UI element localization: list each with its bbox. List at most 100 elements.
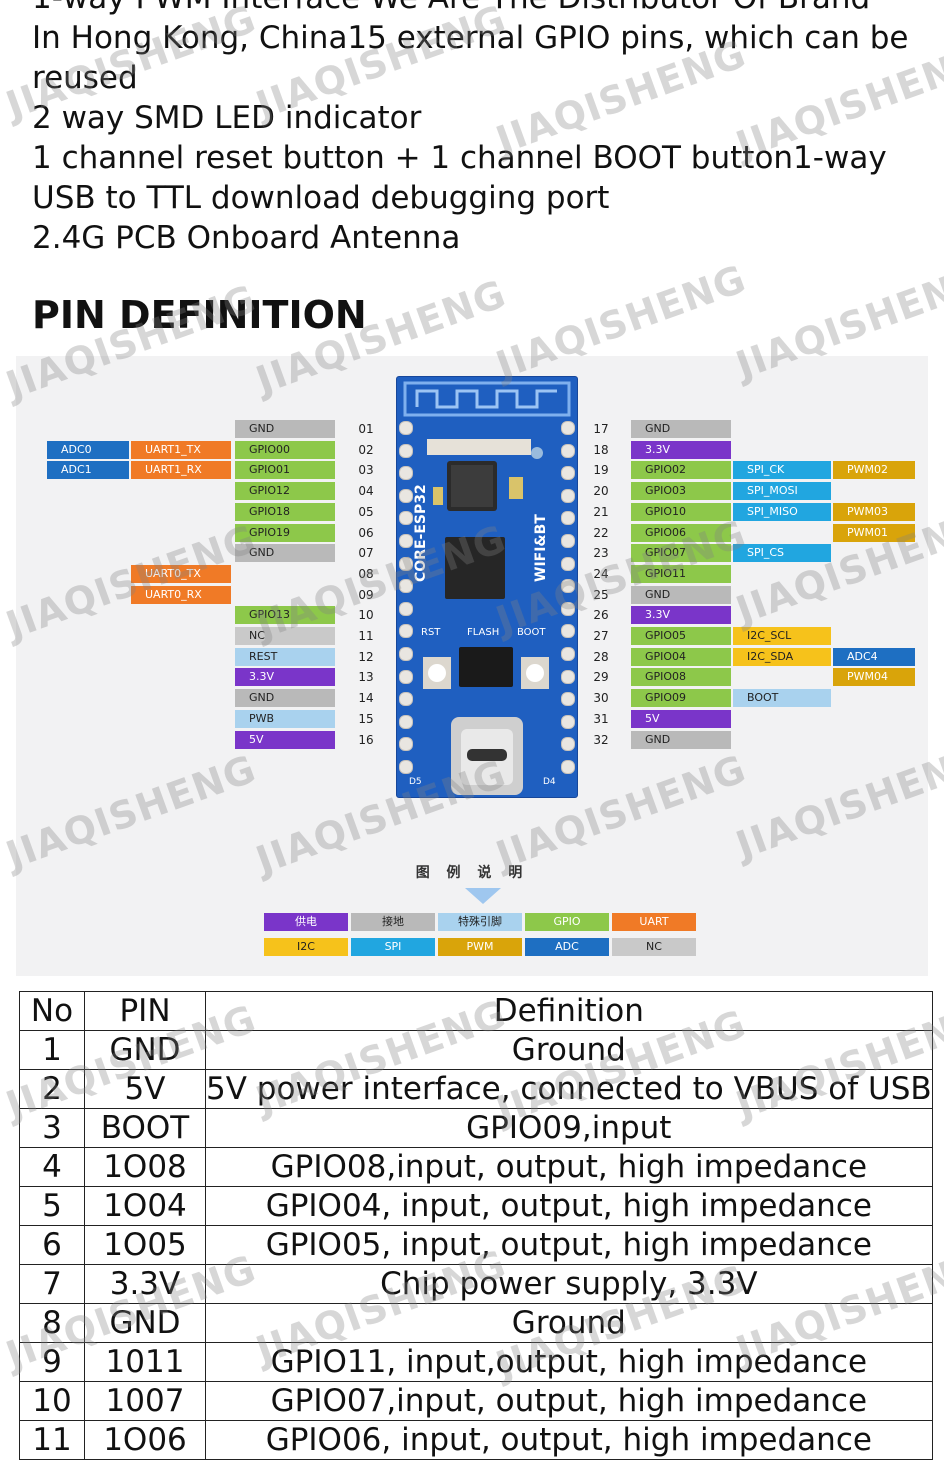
pin-label: GND (631, 585, 731, 604)
pin-label: GPIO03 (631, 482, 731, 501)
alt-function-label: UART1_RX (131, 461, 231, 480)
cell-definition: 5V power interface, connected to VBUS of… (205, 1069, 933, 1109)
pin-pad (399, 511, 413, 526)
pin-number: 27 (593, 629, 609, 643)
cell-definition: Chip power supply, 3.3V (205, 1264, 933, 1304)
pin-number: 29 (593, 670, 609, 685)
alt-function-label: SPI_CS (733, 544, 831, 563)
pin-label: GPIO05 (631, 627, 731, 645)
pin-pad (399, 692, 413, 707)
cell-pin: 1O05 (84, 1225, 206, 1265)
cell-definition: GPIO07,input, output, high impedance (205, 1381, 933, 1421)
pin-pad (561, 646, 575, 661)
cell-no: 3 (19, 1108, 85, 1148)
pin-number: 30 (593, 691, 609, 706)
pin-pad (561, 466, 575, 481)
pin-pad (399, 646, 413, 661)
esp32-board: CORE-ESP32 WIFI&BT RST FLASH BOOT D5 D4 (396, 376, 578, 798)
pin-pad (399, 579, 413, 594)
cell-pin: 1011 (84, 1342, 206, 1382)
pin-number: 14 (358, 691, 374, 706)
cell-no: 10 (19, 1381, 85, 1421)
pin-pad (399, 443, 413, 458)
cell-no: 2 (19, 1069, 85, 1109)
pin-number: 24 (593, 566, 609, 581)
pin-pad (399, 466, 413, 481)
alt-function-label: UART0_RX (131, 585, 231, 604)
cell-definition: GPIO11, input,output, high impedance (205, 1342, 933, 1382)
pin-label: GND (631, 420, 731, 438)
legend-arrow (465, 888, 501, 904)
pin-label: GND (631, 730, 731, 749)
pin-number: 26 (593, 608, 609, 623)
cell-pin: GND (84, 1030, 206, 1070)
pin-number: 02 (358, 442, 374, 457)
table-header-row: No PIN Definition (19, 991, 933, 1031)
pin-pad (561, 601, 575, 616)
pin-number: 06 (358, 525, 374, 540)
pin-label: GPIO06 (631, 523, 731, 542)
board-d4-label: D4 (543, 777, 556, 787)
pin-pad (399, 488, 413, 503)
header-pin: PIN (84, 991, 206, 1031)
cell-no: 7 (19, 1264, 85, 1304)
board-d5-label: D5 (409, 777, 422, 787)
cell-pin: 3.3V (84, 1264, 206, 1304)
cell-pin: 1007 (84, 1381, 206, 1421)
legend-item: 供电 (264, 913, 348, 931)
pin-number: 11 (358, 629, 374, 643)
pin-number: 16 (358, 732, 374, 747)
pin-pad (399, 533, 413, 548)
header-no: No (19, 991, 85, 1031)
pin-label: GPIO01 (235, 461, 335, 480)
pin-label: GPIO12 (235, 482, 335, 501)
pin-label: GPIO00 (235, 440, 335, 459)
alt-function-label: SPI_CK (733, 461, 831, 480)
alt-function-label: I2C_SCL (733, 627, 831, 645)
legend-item: GPIO (525, 913, 609, 931)
pin-pad (561, 669, 575, 684)
cell-pin: 1O06 (84, 1420, 206, 1460)
pin-pad (561, 443, 575, 458)
pin-pad (561, 579, 575, 594)
alt-function-label: SPI_MISO (733, 502, 831, 521)
board-rst-label: RST (421, 627, 441, 638)
cell-pin: 1O04 (84, 1186, 206, 1226)
pin-label: 3.3V (631, 440, 731, 459)
cell-definition: GPIO06, input, output, high impedance (205, 1420, 933, 1460)
pin-pad (399, 556, 413, 571)
pin-number: 21 (593, 504, 609, 519)
pin-label: PWB (235, 709, 335, 728)
alt-function-label: UART1_TX (131, 440, 231, 459)
pin-number: 28 (593, 649, 609, 664)
pin-pad (561, 511, 575, 526)
cell-no: 5 (19, 1186, 85, 1226)
pin-label: 5V (235, 730, 335, 749)
legend-item: PWM (438, 938, 522, 956)
pin-number: 20 (593, 484, 609, 499)
pin-number: 05 (358, 504, 374, 519)
cell-definition: Ground (205, 1030, 933, 1070)
board-chip-label: CORE-ESP32 (413, 484, 429, 582)
header-definition: Definition (205, 991, 933, 1031)
right-pads (561, 421, 575, 783)
legend-title: 图 例 说 明 (415, 865, 529, 881)
pin-pad (561, 759, 575, 774)
cell-pin: 1O08 (84, 1147, 206, 1187)
pin-number: 15 (358, 711, 374, 726)
cell-pin: BOOT (84, 1108, 206, 1148)
pin-number: 25 (593, 587, 609, 602)
pin-number: 08 (358, 566, 374, 581)
pin-pad (399, 759, 413, 774)
pin-number: 22 (593, 525, 609, 540)
alt-function-label: PWM01 (833, 523, 915, 542)
